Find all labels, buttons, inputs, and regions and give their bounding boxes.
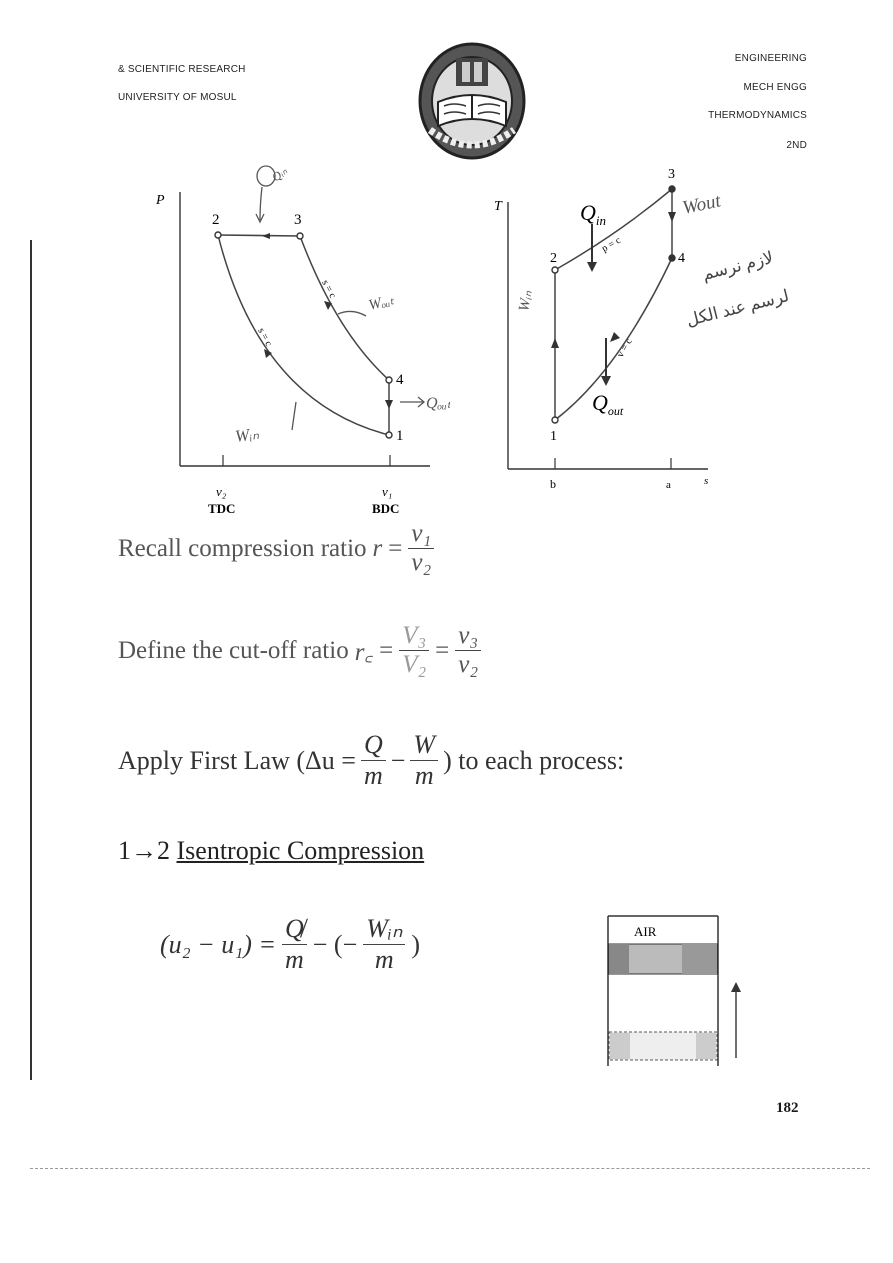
- pv-point-2: [214, 231, 222, 239]
- header-right-line1: ENGINEERING: [734, 53, 807, 64]
- pv-s-const-label-a: s = c: [319, 278, 338, 300]
- apply-prefix: Apply First Law (Δu =: [118, 745, 356, 775]
- pv-label-3: 3: [294, 212, 302, 228]
- pv-hand-wout: Wₒᵤₜ: [367, 292, 396, 314]
- pv-point-3: [296, 232, 304, 240]
- process-heading: 1→2 Isentropic Compression: [118, 836, 424, 866]
- pv-process-3-4: [299, 235, 390, 381]
- ts-label-2: 2: [550, 251, 557, 266]
- process-number: 1→2: [118, 836, 170, 865]
- header-right-line3: THERMODYNAMICS: [708, 110, 807, 121]
- pv-process-1-2: [217, 234, 390, 436]
- ts-axis-s-label: s: [704, 475, 708, 487]
- pv-label-4: 4: [396, 372, 404, 388]
- ts-label-a: a: [666, 479, 671, 491]
- ts-qin-label: Qin: [580, 200, 606, 228]
- ts-point-3: [668, 185, 676, 193]
- define-rc: r꜀: [354, 638, 374, 666]
- pv-s-const-label-b: s = c: [255, 326, 274, 348]
- pv-diagram: P 2 3 4 1 s = c s = c v₂ TDC v₁ BDC Qᵢₙ …: [155, 164, 450, 516]
- header-left-line1: & SCIENTIFIC RESEARCH: [118, 64, 246, 75]
- piston-cylinder-diagram: AIR: [607, 915, 741, 1066]
- recall-fraction: v₁ v₂: [408, 520, 435, 577]
- pv-label-1: 1: [396, 428, 404, 444]
- ts-hand-left: Wᵢₙ: [516, 288, 536, 312]
- recall-prefix: Recall compression ratio: [118, 534, 367, 562]
- define-prefix: Define the cut-off ratio: [118, 636, 349, 664]
- ts-label-1: 1: [550, 429, 557, 444]
- ts-v-const-label: v = c: [615, 336, 635, 359]
- ts-label-4: 4: [678, 251, 685, 266]
- university-seal-icon: [418, 42, 526, 160]
- eq-fraction-q: Q̸ m: [281, 914, 307, 975]
- header-left-line2: UNIVERSITY OF MOSUL: [118, 92, 237, 103]
- pv-bdc-label: BDC: [372, 501, 399, 516]
- pv-label-2: 2: [212, 212, 220, 228]
- cutoff-ratio-line: Define the cut-off ratio r꜀ = V₃ V₂ = v₃…: [118, 622, 482, 679]
- scan-dashed-line: [30, 1168, 870, 1169]
- apply-suffix: ) to each process:: [443, 745, 625, 775]
- page-number: 182: [776, 1100, 799, 1116]
- ts-process-2-3: [554, 188, 673, 271]
- ts-point-2: [551, 266, 559, 274]
- ts-qout-label: Qout: [592, 390, 624, 418]
- ts-arabic-note-line1: لازم نرسم: [700, 248, 775, 285]
- pv-point-4: [385, 376, 393, 384]
- pv-axis-p-label: P: [155, 193, 165, 208]
- eq-fraction-win: Wᵢₙ m: [363, 914, 406, 975]
- define-fraction-upper: V₃ V₂: [399, 622, 430, 679]
- ts-axis-t-label: T: [494, 199, 503, 214]
- pv-tdc-label: TDC: [208, 501, 235, 516]
- pv-hand-qout: Qₒᵤₜ: [426, 395, 450, 412]
- pv-process-2-3: [217, 234, 301, 237]
- scan-edge-line: [30, 240, 32, 1080]
- ts-point-1: [551, 416, 559, 424]
- pv-point-1: [385, 431, 393, 439]
- ts-arabic-note-line2: الرسم عند الكل: [684, 285, 788, 331]
- ts-label-b: b: [550, 477, 556, 491]
- pv-v2-label: v₂: [216, 484, 227, 499]
- apply-fraction-q: Q m: [360, 730, 386, 791]
- first-law-line: Apply First Law (Δu = Q m − W m ) to eac…: [118, 730, 625, 791]
- apply-fraction-w: W m: [410, 730, 439, 791]
- recall-r: r: [372, 534, 383, 562]
- eq-mid: − (−: [312, 929, 358, 959]
- ts-hand-wout: Wout: [681, 190, 724, 219]
- piston-air-label: AIR: [634, 924, 657, 939]
- ts-p-const-label: p = c: [600, 235, 623, 255]
- define-fraction-lower: v₃ v₂: [455, 622, 482, 679]
- ts-label-3: 3: [668, 167, 675, 182]
- ts-process-4-1: [554, 257, 673, 421]
- eq-close: ): [411, 929, 421, 959]
- ts-diagram: T s 2 3 4 1 b a Qin Qout p = c v = c Wou…: [494, 167, 788, 491]
- pv-hand-qin: Qᵢₙ: [269, 164, 290, 185]
- compression-equation: (u₂ − u₁) = Q̸ m − (− Wᵢₙ m ): [160, 914, 420, 975]
- header-right-line2: MECH ENGG: [743, 82, 807, 93]
- header-right-line4: 2ND: [786, 140, 807, 151]
- eq-lhs: (u₂ − u₁) =: [160, 929, 276, 959]
- recall-ratio-line: Recall compression ratio r = v₁ v₂: [118, 520, 435, 577]
- pv-v1-label: v₁: [382, 484, 392, 499]
- pv-hand-win: Wᵢₙ: [234, 424, 260, 446]
- ts-point-4: [668, 254, 676, 262]
- process-name: Isentropic Compression: [176, 836, 425, 865]
